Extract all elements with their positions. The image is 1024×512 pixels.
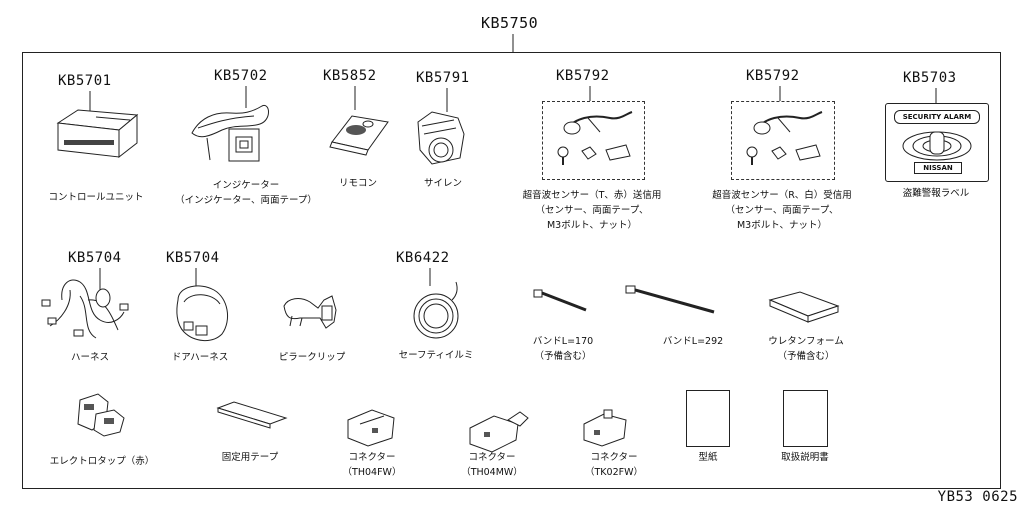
part-caption-pillar-clip: ピラークリップ [278, 352, 346, 363]
part-caption-sensor-transmit: 超音波センサー（T、赤）送信用（センサー、両面テープ、M3ボルト、ナット） [522, 190, 662, 231]
parts-frame [22, 52, 1001, 489]
part-caption-siren: サイレン [423, 178, 462, 189]
part-code-harness: KB5704 [68, 250, 122, 266]
part-caption-harness: ハーネス [70, 352, 109, 363]
part-caption-fixing-tape: 固定用テープ [221, 452, 279, 463]
part-code-remote: KB5852 [323, 68, 377, 84]
part-code-safety-illumination: KB6422 [396, 250, 450, 266]
part-caption-urethane-foam: ウレタンフォーム（予備含む） [768, 336, 844, 362]
part-caption-band-170: バンドL=170（予備含む） [532, 336, 594, 362]
part-caption-sensor-receive: 超音波センサー（R、白）受信用（センサー、両面テープ、M3ボルト、ナット） [712, 190, 852, 231]
manual-sheet [783, 390, 828, 447]
alarm-label-brand: NISSAN [914, 162, 962, 174]
kit-code: KB5750 [481, 14, 539, 32]
sensor-transmit-group [542, 101, 645, 180]
part-caption-electro-tap: エレクトロタップ（赤） [49, 456, 155, 467]
part-code-siren: KB5791 [416, 70, 470, 86]
part-code-door-harness: KB5704 [166, 250, 220, 266]
part-caption-remote: リモコン [338, 178, 377, 189]
part-code-alarm-label: KB5703 [903, 70, 957, 86]
part-caption-band-292: バンドL=292 [662, 336, 724, 347]
part-caption-indicator: インジケーター（インジケーター、両面テープ） [175, 180, 317, 206]
part-code-control-unit: KB5701 [58, 73, 112, 89]
template-sheet [686, 390, 730, 447]
alarm-label-emblem [902, 131, 972, 161]
alarm-label-title: SECURITY ALARM [894, 110, 980, 124]
part-caption-safety-illumination: セーフティイルミ [398, 350, 474, 361]
sensor-receive-group [731, 101, 835, 180]
part-caption-control-unit: コントロールユニット [48, 192, 144, 203]
figure-id: YB53 0625 [937, 489, 1018, 505]
part-caption-manual: 取扱説明書 [781, 452, 829, 463]
alarm-label-sticker: SECURITY ALARM NISSAN [885, 103, 989, 182]
part-caption-alarm-label: 盗難警報ラベル [902, 188, 970, 199]
part-caption-template: 型紙 [698, 452, 718, 463]
part-caption-connector-tk02fw: コネクター（TK02FW） [585, 452, 643, 478]
part-caption-connector-th04fw: コネクター（TH04FW） [342, 452, 402, 478]
part-code-sensor-transmit: KB5792 [556, 68, 610, 84]
part-code-sensor-receive: KB5792 [746, 68, 800, 84]
part-code-indicator: KB5702 [214, 68, 268, 84]
part-caption-door-harness: ドアハーネス [171, 352, 229, 363]
part-caption-connector-th04mw: コネクター（TH04MW） [461, 452, 523, 478]
